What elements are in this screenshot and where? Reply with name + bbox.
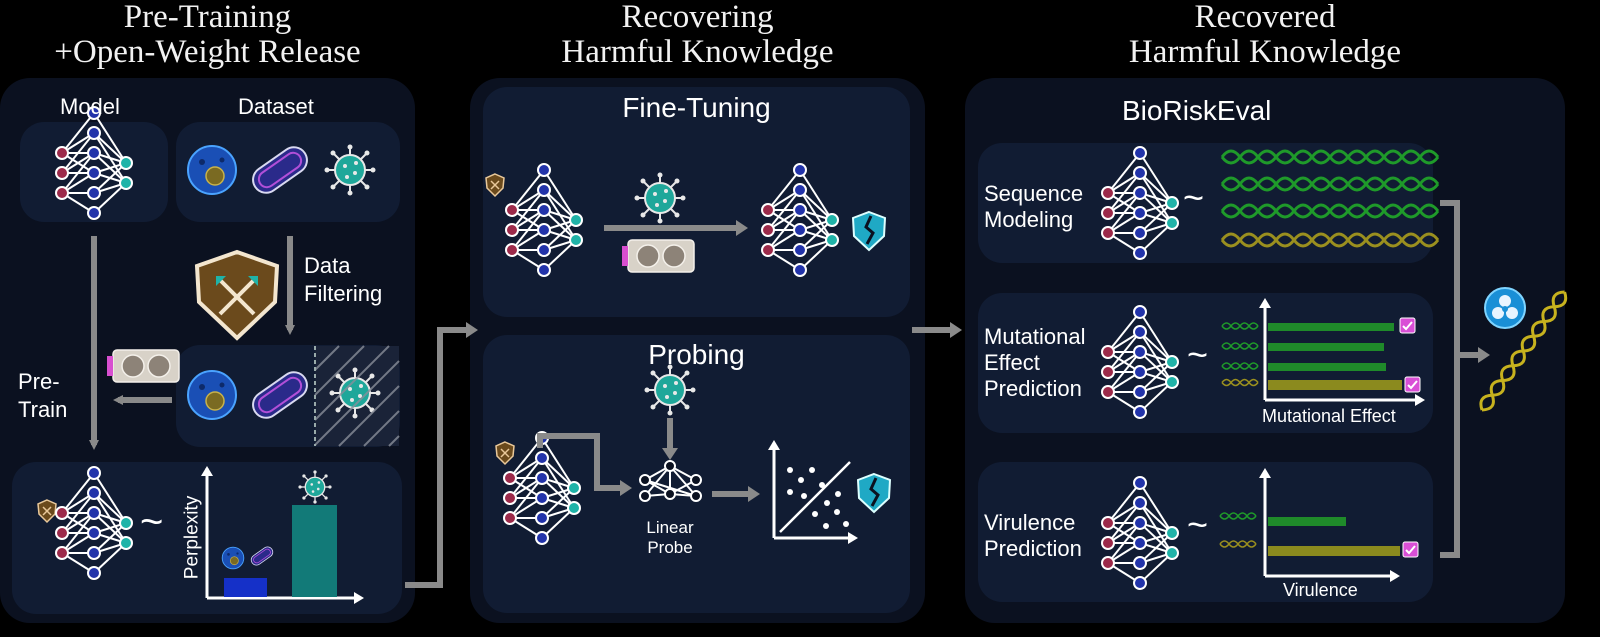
title-line-2: +Open-Weight Release [54, 34, 361, 70]
probe-network-icon [503, 431, 581, 545]
virus-icon [323, 143, 377, 197]
cell-icon [187, 145, 237, 195]
filter-label-line-2: Filtering [304, 281, 383, 306]
bacterium-icon [246, 141, 314, 199]
model-network-icon [55, 106, 133, 220]
pretrain-label-line-1: Pre- [18, 369, 60, 394]
tilde-symbol: ~ [1187, 504, 1209, 545]
model-label: Model [60, 94, 120, 119]
gpu-icon [621, 239, 695, 273]
probe-label-line-2: Probe [647, 538, 693, 557]
arrow-activation [537, 433, 622, 491]
probing-title: Probing [648, 339, 745, 370]
small-shield-icon [495, 441, 515, 465]
virus-icon [643, 363, 697, 417]
cell-icon [187, 370, 237, 420]
finetuning-title: Fine-Tuning [622, 92, 771, 123]
check-icon [1399, 317, 1416, 334]
biohazard-icon [1484, 287, 1526, 329]
sequence-modeling-label: Sequence Modeling [984, 181, 1083, 233]
broken-shield-icon [851, 210, 887, 252]
vir-label-line-1: Virulence [984, 510, 1076, 535]
scatter-plot-icon [768, 440, 858, 544]
linear-probe-label: Linear Probe [625, 518, 715, 558]
title-line-2: Harmful Knowledge [561, 34, 834, 70]
mut-label-line-2: Effect [984, 350, 1040, 375]
tilde-symbol: ~ [1187, 334, 1209, 375]
small-shield-icon [37, 499, 57, 523]
sequence-network-icon [1101, 146, 1179, 260]
data-filtering-label: Data Filtering [304, 252, 382, 308]
results-bracket [1440, 200, 1460, 558]
title-line-2: Harmful Knowledge [1128, 34, 1402, 70]
perplexity-axis-label: Perplexity [181, 495, 203, 580]
mut-label-line-1: Mutational [984, 324, 1086, 349]
finetune-network-icon [505, 163, 583, 277]
bar-benign [224, 578, 267, 597]
mutational-network-icon [1101, 305, 1179, 419]
linear-probe-icon [639, 460, 702, 502]
filtered-out-region [314, 345, 400, 447]
seq-label-line-2: Modeling [984, 207, 1074, 232]
dataset-label: Dataset [238, 94, 314, 119]
virulence-chart [1219, 468, 1419, 582]
check-icon [1404, 376, 1421, 393]
perplexity-chart [201, 466, 364, 604]
seq-label-line-1: Sequence [984, 181, 1084, 206]
arrow-to-recovering [405, 327, 468, 588]
tilde-symbol: ~ [140, 500, 164, 544]
bioriskeval-title: BioRiskEval [1122, 95, 1272, 126]
mutational-chart [1221, 298, 1425, 406]
bar-virus [292, 505, 337, 597]
filter-label-line-1: Data [304, 253, 351, 278]
probe-label-line-1: Linear [646, 518, 694, 537]
mutational-effect-axis-label: Mutational Effect [1262, 406, 1396, 426]
recovering-title: Recovering Harmful Knowledge [470, 0, 925, 70]
finetuned-network-icon [761, 163, 839, 277]
pretrain-label-line-2: Train [18, 397, 68, 422]
virulence-axis-label: Virulence [1283, 580, 1358, 600]
virulence-prediction-label: Virulence Prediction [984, 510, 1082, 562]
pretraining-title: Pre-Training +Open-Weight Release [0, 0, 415, 70]
recovered-title: Recovered Harmful Knowledge [965, 0, 1565, 70]
mut-label-line-3: Prediction [984, 376, 1082, 401]
title-line-1: Recovering [621, 0, 774, 35]
finetuning-card [483, 87, 910, 317]
data-filter-shield-icon [194, 249, 280, 341]
pretrained-network-icon [55, 466, 133, 580]
virulence-network-icon [1101, 476, 1179, 590]
vir-label-line-2: Prediction [984, 536, 1082, 561]
dna-sequences [1220, 149, 1440, 248]
check-icon [1402, 541, 1419, 558]
pretrain-label: Pre- Train [18, 368, 67, 424]
gpu-icon [106, 349, 180, 383]
virus-icon [633, 171, 687, 225]
title-line-1: Pre-Training [123, 0, 292, 35]
bacterium-icon [246, 366, 314, 424]
broken-shield-icon [856, 472, 892, 514]
title-line-1: Recovered [1194, 0, 1336, 35]
virulence-card [978, 462, 1433, 602]
mutational-effect-label: Mutational Effect Prediction [984, 324, 1086, 402]
tilde-symbol: ~ [1183, 177, 1205, 218]
small-shield-icon [485, 173, 505, 197]
